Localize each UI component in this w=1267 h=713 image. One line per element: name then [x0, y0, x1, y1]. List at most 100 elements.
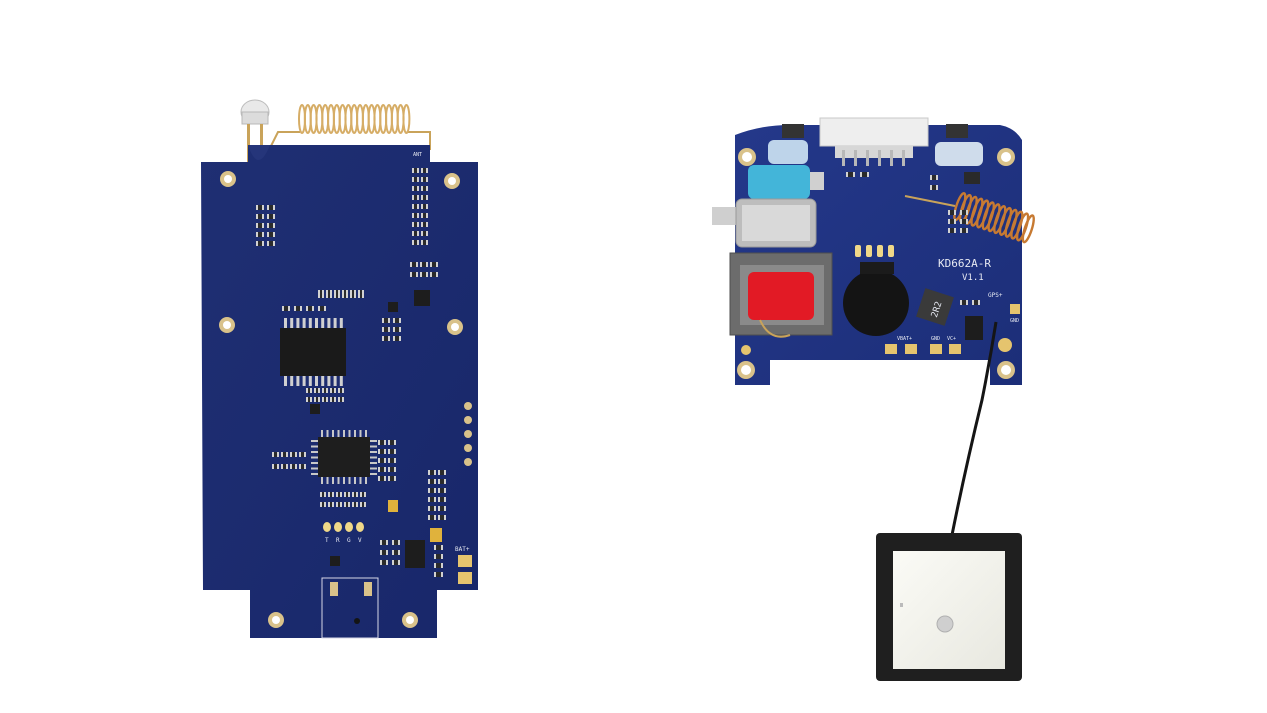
smd-terminal [394, 440, 396, 445]
smd-terminal [428, 479, 430, 484]
smd-terminal [256, 223, 258, 228]
vbat-label: VBAT+ [897, 336, 912, 342]
soic-pin [290, 376, 294, 386]
smd-part [322, 388, 328, 393]
smd-part [428, 497, 436, 502]
qfp-pin [370, 473, 377, 475]
smd-terminal [267, 223, 269, 228]
smd-terminal [398, 550, 400, 555]
soic-pin [290, 318, 294, 328]
smd-terminal [421, 204, 423, 209]
smd-part [382, 336, 390, 341]
smd-terminal [286, 452, 288, 457]
smd-part [256, 241, 264, 246]
smd-part [338, 397, 344, 402]
smd-terminal [342, 290, 344, 298]
smd-part [930, 175, 938, 180]
smd-part [272, 452, 279, 457]
smd-terminal [256, 232, 258, 237]
connector-pin [902, 150, 905, 166]
smd-terminal [299, 464, 301, 469]
smd-terminal [417, 222, 419, 227]
smd-part [342, 290, 348, 298]
smd-terminal [273, 205, 275, 210]
smd-part [360, 502, 366, 507]
version-label: V1.1 [962, 273, 984, 283]
smd-part [336, 502, 342, 507]
ic-small-5 [330, 556, 340, 566]
smd-part [388, 440, 396, 445]
smd-part [282, 306, 290, 311]
smd-terminal [392, 540, 394, 545]
qfp-pin [354, 477, 356, 484]
smd-terminal [434, 572, 436, 577]
qfp-pin [343, 430, 345, 437]
smd-terminal [421, 177, 423, 182]
gps-ceramic-antenna [876, 533, 1022, 681]
smd-terminal [294, 306, 296, 311]
soic-pin [308, 376, 312, 386]
smd-part [948, 210, 956, 215]
qfp-pin [321, 430, 323, 437]
smd-terminal [444, 488, 446, 493]
smd-terminal [416, 272, 418, 277]
smd-terminal [388, 476, 390, 481]
smd-part [438, 497, 446, 502]
smd-terminal [340, 502, 342, 507]
led-component [240, 99, 270, 164]
smd-part [272, 464, 279, 469]
smd-terminal [966, 228, 968, 233]
smd-part [412, 240, 419, 245]
gps-cable [950, 321, 998, 536]
spring-antenna-left [269, 131, 431, 150]
smd-terminal [300, 306, 302, 311]
smd-terminal [426, 272, 428, 277]
smd-terminal [426, 186, 428, 191]
smd-terminal [282, 306, 284, 311]
smd-part [328, 492, 334, 497]
smd-part [378, 458, 386, 463]
smd-components-right [846, 172, 980, 305]
qfp-pin [365, 430, 367, 437]
smd-terminal [384, 449, 386, 454]
smd-terminal [304, 452, 306, 457]
smd-terminal [344, 502, 346, 507]
smd-part [948, 228, 956, 233]
smd-terminal [441, 545, 443, 550]
gnd-label: GND [1010, 318, 1019, 324]
soic-pin [302, 318, 306, 328]
soic-pin [315, 376, 318, 386]
smd-terminal [304, 464, 306, 469]
smd-terminal [421, 195, 423, 200]
smd-part [318, 290, 324, 298]
smd-terminal [438, 497, 440, 502]
smd-terminal [438, 479, 440, 484]
smd-terminal [277, 452, 279, 457]
smd-part [338, 388, 344, 393]
smd-terminal [853, 172, 855, 177]
smd-terminal [358, 290, 360, 298]
smd-terminal [382, 327, 384, 332]
smd-terminal [338, 397, 340, 402]
qfp-pin [337, 430, 340, 437]
smd-terminal [430, 272, 432, 277]
smd-terminal [388, 458, 390, 463]
smd-terminal [412, 186, 414, 191]
qfp-pin [359, 430, 362, 437]
smd-terminal [310, 388, 312, 393]
smd-terminal [354, 290, 356, 298]
smd-terminal [960, 300, 962, 305]
smd-part [412, 213, 419, 218]
smd-terminal [930, 185, 932, 190]
smd-part [267, 232, 275, 237]
smd-terminal [324, 492, 326, 497]
smd-terminal [326, 397, 328, 402]
smd-terminal [441, 563, 443, 568]
smd-terminal [322, 290, 324, 298]
smd-terminal [430, 262, 432, 267]
smd-terminal [444, 470, 446, 475]
smd-terminal [421, 231, 423, 236]
smd-terminal [426, 222, 428, 227]
smd-terminal [262, 205, 264, 210]
smd-terminal [966, 219, 968, 224]
